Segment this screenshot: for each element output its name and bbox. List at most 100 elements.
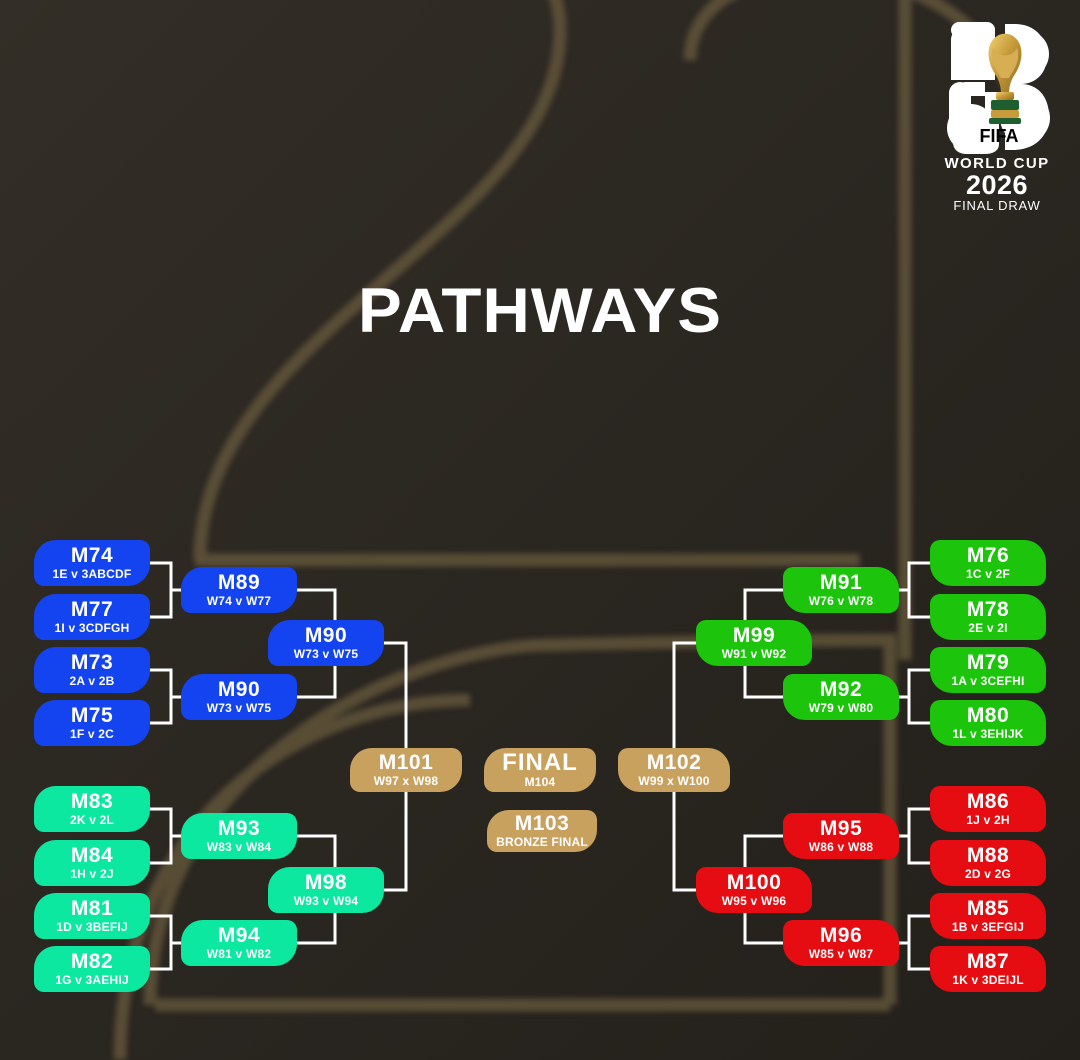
match-node-m81[interactable]: M81 1D v 3BEFIJ: [34, 893, 150, 939]
match-code: M98: [304, 871, 348, 895]
logo-final-draw-label: FINAL DRAW: [953, 198, 1041, 214]
match-detail: W79 v W80: [808, 700, 874, 715]
match-code: M76: [966, 544, 1010, 568]
match-detail: 1J v 2H: [966, 812, 1010, 827]
match-node-final[interactable]: FINAL M104: [484, 748, 596, 792]
match-detail: W74 v W77: [206, 593, 272, 608]
match-node-m93[interactable]: M93 W83 v W84: [181, 813, 297, 859]
match-detail: W85 v W87: [808, 946, 874, 961]
match-code: M89: [217, 571, 261, 595]
match-node-m96[interactable]: M96 W85 v W87: [783, 920, 899, 966]
match-node-m78[interactable]: M78 2E v 2I: [930, 594, 1046, 640]
match-code: M77: [70, 598, 114, 622]
match-node-m89[interactable]: M89 W74 v W77: [181, 567, 297, 613]
match-detail: W93 v W94: [293, 893, 359, 908]
match-node-m88[interactable]: M88 2D v 2G: [930, 840, 1046, 886]
match-detail: 1I v 3CDFGH: [54, 620, 130, 635]
match-detail: W76 v W78: [808, 593, 874, 608]
match-detail: W81 v W82: [206, 946, 272, 961]
match-code: M90: [304, 624, 348, 648]
match-detail: BRONZE FINAL: [496, 834, 588, 849]
match-code: M95: [819, 817, 863, 841]
match-node-m90-upper[interactable]: M90 W73 v W75: [268, 620, 384, 666]
match-node-m92[interactable]: M92 W79 v W80: [783, 674, 899, 720]
match-detail: 1G v 3AEHIJ: [55, 972, 129, 987]
match-code: M96: [819, 924, 863, 948]
match-code: M85: [966, 897, 1010, 921]
match-code: M84: [70, 844, 114, 868]
match-detail: 1C v 2F: [965, 566, 1011, 581]
match-code: M79: [966, 651, 1010, 675]
match-node-m103-bronze-final[interactable]: M103 BRONZE FINAL: [487, 810, 597, 852]
logo-year-label: 2026: [965, 170, 1029, 200]
match-node-m94[interactable]: M94 W81 v W82: [181, 920, 297, 966]
logo-mark-26: FIFA: [941, 18, 1053, 154]
match-detail: W83 v W84: [206, 839, 272, 854]
match-node-m100[interactable]: M100 W95 v W96: [696, 867, 812, 913]
match-code: M99: [732, 624, 776, 648]
match-node-m101-semifinal[interactable]: M101 W97 x W98: [350, 748, 462, 792]
match-node-m76[interactable]: M76 1C v 2F: [930, 540, 1046, 586]
match-detail: W97 x W98: [373, 773, 439, 788]
match-detail: 2E v 2I: [968, 620, 1008, 635]
match-code: M90: [217, 678, 261, 702]
match-code: M80: [966, 704, 1010, 728]
match-detail: 1K v 3DEIJL: [952, 972, 1024, 987]
match-detail: 2D v 2G: [964, 866, 1012, 881]
match-code: M73: [70, 651, 114, 675]
match-detail: W99 x W100: [638, 773, 710, 788]
match-code: M87: [966, 950, 1010, 974]
match-detail: 1F v 2C: [69, 726, 115, 741]
match-detail: 2A v 2B: [69, 673, 115, 688]
fifa-wordmark: FIFA: [980, 126, 1019, 146]
match-node-m80[interactable]: M80 1L v 3EHIJK: [930, 700, 1046, 746]
match-detail: 1E v 3ABCDF: [52, 566, 132, 581]
match-node-m84[interactable]: M84 1H v 2J: [34, 840, 150, 886]
match-detail: W73 v W75: [293, 646, 359, 661]
match-detail: W95 v W96: [721, 893, 787, 908]
match-node-m83[interactable]: M83 2K v 2L: [34, 786, 150, 832]
match-code: M103: [514, 812, 570, 836]
match-code: M78: [966, 598, 1010, 622]
match-node-m87[interactable]: M87 1K v 3DEIJL: [930, 946, 1046, 992]
match-detail: 2K v 2L: [69, 812, 115, 827]
match-node-m90-lower[interactable]: M90 W73 v W75: [181, 674, 297, 720]
match-code: M81: [70, 897, 114, 921]
fifa-world-cup-2026-logo: FIFA WORLD CUP 2026 FINAL DRAW: [936, 18, 1058, 213]
match-code: M83: [70, 790, 114, 814]
match-detail: 1B v 3EFGIJ: [951, 919, 1025, 934]
match-code: M74: [70, 544, 114, 568]
match-code: M94: [217, 924, 261, 948]
match-code: M91: [819, 571, 863, 595]
match-node-m102-semifinal[interactable]: M102 W99 x W100: [618, 748, 730, 792]
match-node-m86[interactable]: M86 1J v 2H: [930, 786, 1046, 832]
match-detail: 1L v 3EHIJK: [952, 726, 1024, 741]
match-node-m85[interactable]: M85 1B v 3EFGIJ: [930, 893, 1046, 939]
match-code: M75: [70, 704, 114, 728]
match-detail: W73 v W75: [206, 700, 272, 715]
match-detail: 1H v 2J: [70, 866, 114, 881]
match-node-m99[interactable]: M99 W91 v W92: [696, 620, 812, 666]
page-title: PATHWAYS: [358, 276, 722, 346]
match-detail: M104: [524, 775, 556, 790]
match-code: M86: [966, 790, 1010, 814]
trophy-icon: FIFA: [947, 22, 1050, 154]
match-code: M92: [819, 678, 863, 702]
match-node-m79[interactable]: M79 1A v 3CEFHI: [930, 647, 1046, 693]
match-node-m95[interactable]: M95 W86 v W88: [783, 813, 899, 859]
match-node-m98[interactable]: M98 W93 v W94: [268, 867, 384, 913]
logo-world-cup-label: WORLD CUP: [944, 155, 1050, 172]
match-detail: 1A v 3CEFHI: [951, 673, 1025, 688]
match-node-m91[interactable]: M91 W76 v W78: [783, 567, 899, 613]
match-code: M82: [70, 950, 114, 974]
match-node-m82[interactable]: M82 1G v 3AEHIJ: [34, 946, 150, 992]
match-code: M101: [378, 751, 434, 775]
match-node-m73[interactable]: M73 2A v 2B: [34, 647, 150, 693]
match-node-m74[interactable]: M74 1E v 3ABCDF: [34, 540, 150, 586]
match-detail: W86 v W88: [808, 839, 874, 854]
match-node-m77[interactable]: M77 1I v 3CDFGH: [34, 594, 150, 640]
match-code: M102: [646, 751, 702, 775]
match-code: M100: [726, 871, 782, 895]
match-node-m75[interactable]: M75 1F v 2C: [34, 700, 150, 746]
